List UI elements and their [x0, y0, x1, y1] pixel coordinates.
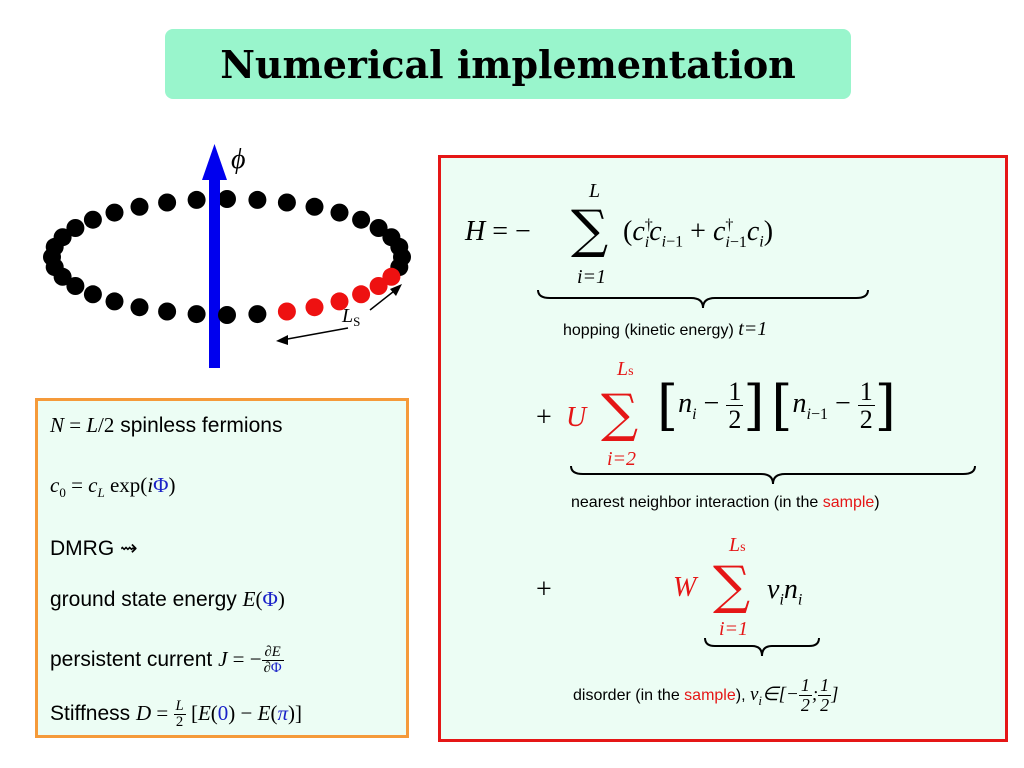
disorder-sum-sign: ∑ [713, 556, 751, 616]
flux-arrow-shaft [209, 170, 220, 368]
lattice-site [83, 210, 102, 229]
flux-label: ϕ [231, 144, 246, 175]
sample-site [369, 277, 388, 295]
line-ground-state: ground state energy E(Φ) [50, 587, 285, 611]
hamiltonian-box: H = − L ∑ i=1 (c†ici−1 + c†i−1ci) hoppin… [438, 155, 1008, 742]
interaction-caption: nearest neighbor interaction (in the sam… [571, 494, 880, 511]
lattice-site [158, 302, 177, 321]
hopping-sum-sign: ∑ [571, 200, 609, 260]
sample-arrow-upper-head [390, 284, 402, 296]
lattice-site [158, 193, 177, 212]
lattice-site [218, 190, 236, 208]
interaction-sum-lower: i=2 [607, 448, 637, 470]
sample-arrow-lower-head [276, 335, 288, 345]
interaction-sum-upper: Ls [617, 358, 634, 380]
sample-site [352, 285, 371, 304]
slide-title: Numerical implementation [220, 41, 796, 87]
model-summary-box: N = L/2 spinless fermions c0 = cL exp(iΦ… [35, 398, 409, 738]
boundary-condition-math: c0 = cL exp(iΦ) [50, 473, 176, 501]
disorder-body: vini [767, 574, 803, 609]
hopping-body: (c†ici−1 + c†i−1ci) [623, 216, 774, 251]
persistent-current-math: J = −∂E∂Φ [218, 644, 284, 677]
fermion-count-text: spinless fermions [114, 414, 283, 437]
title-banner: Numerical implementation [165, 29, 851, 99]
hopping-caption: hopping (kinetic energy) t=1 [563, 318, 768, 340]
lattice-site [218, 306, 236, 324]
hopping-underbrace [537, 289, 869, 309]
ring-figure: ϕ LS [30, 140, 430, 380]
line-dmrg: DMRG ⇝ [50, 537, 138, 560]
disorder-plus: + [536, 574, 552, 605]
hopping-sum-upper: L [589, 180, 601, 202]
hopping-sum-lower: i=1 [577, 266, 607, 288]
ring-sites-back [45, 190, 409, 256]
hamiltonian-lhs: H = − [465, 216, 531, 247]
fermion-count-math: N = L/2 [50, 413, 115, 437]
sample-site [382, 267, 401, 286]
interaction-plus: + [536, 402, 552, 433]
sample-length-label: LS [341, 305, 360, 329]
disorder-sum-upper: Ls [729, 534, 746, 556]
interaction-coefficient: U [566, 402, 587, 433]
interaction-sum-sign: ∑ [601, 384, 639, 444]
line-boundary-condition: c0 = cL exp(iΦ) [50, 473, 176, 501]
lattice-site [105, 203, 124, 222]
lattice-site [369, 219, 388, 237]
lattice-site [83, 285, 102, 304]
sample-site [330, 292, 349, 311]
line-persistent-current: persistent current J = −∂E∂Φ [50, 644, 284, 677]
disorder-sum-lower: i=1 [719, 618, 749, 640]
lattice-site [66, 277, 85, 295]
lattice-site [187, 190, 206, 209]
lattice-site [105, 292, 124, 311]
ground-state-math: E(Φ) [242, 587, 285, 611]
disorder-coefficient: W [673, 572, 697, 603]
ring-sites-front [43, 248, 411, 324]
interaction-underbrace [570, 465, 976, 485]
lattice-site [305, 197, 324, 216]
lattice-site [248, 190, 267, 209]
lattice-site [130, 197, 149, 216]
sample-site [277, 302, 296, 321]
disorder-underbrace [704, 637, 820, 657]
lattice-site [277, 193, 296, 212]
lattice-site [330, 203, 349, 222]
lattice-site [187, 305, 206, 324]
lattice-site [130, 298, 149, 317]
lattice-site [53, 228, 72, 247]
flux-arrow-head [202, 144, 227, 180]
lattice-site [248, 305, 267, 324]
lattice-site [66, 219, 85, 237]
lattice-site [352, 210, 371, 229]
lattice-site [43, 248, 61, 266]
line-fermion-count: N = L/2 spinless fermions [50, 413, 282, 438]
sample-arrow-lower [281, 327, 349, 341]
ring-diagram: ϕ LS [43, 144, 411, 368]
sample-site [305, 298, 324, 317]
